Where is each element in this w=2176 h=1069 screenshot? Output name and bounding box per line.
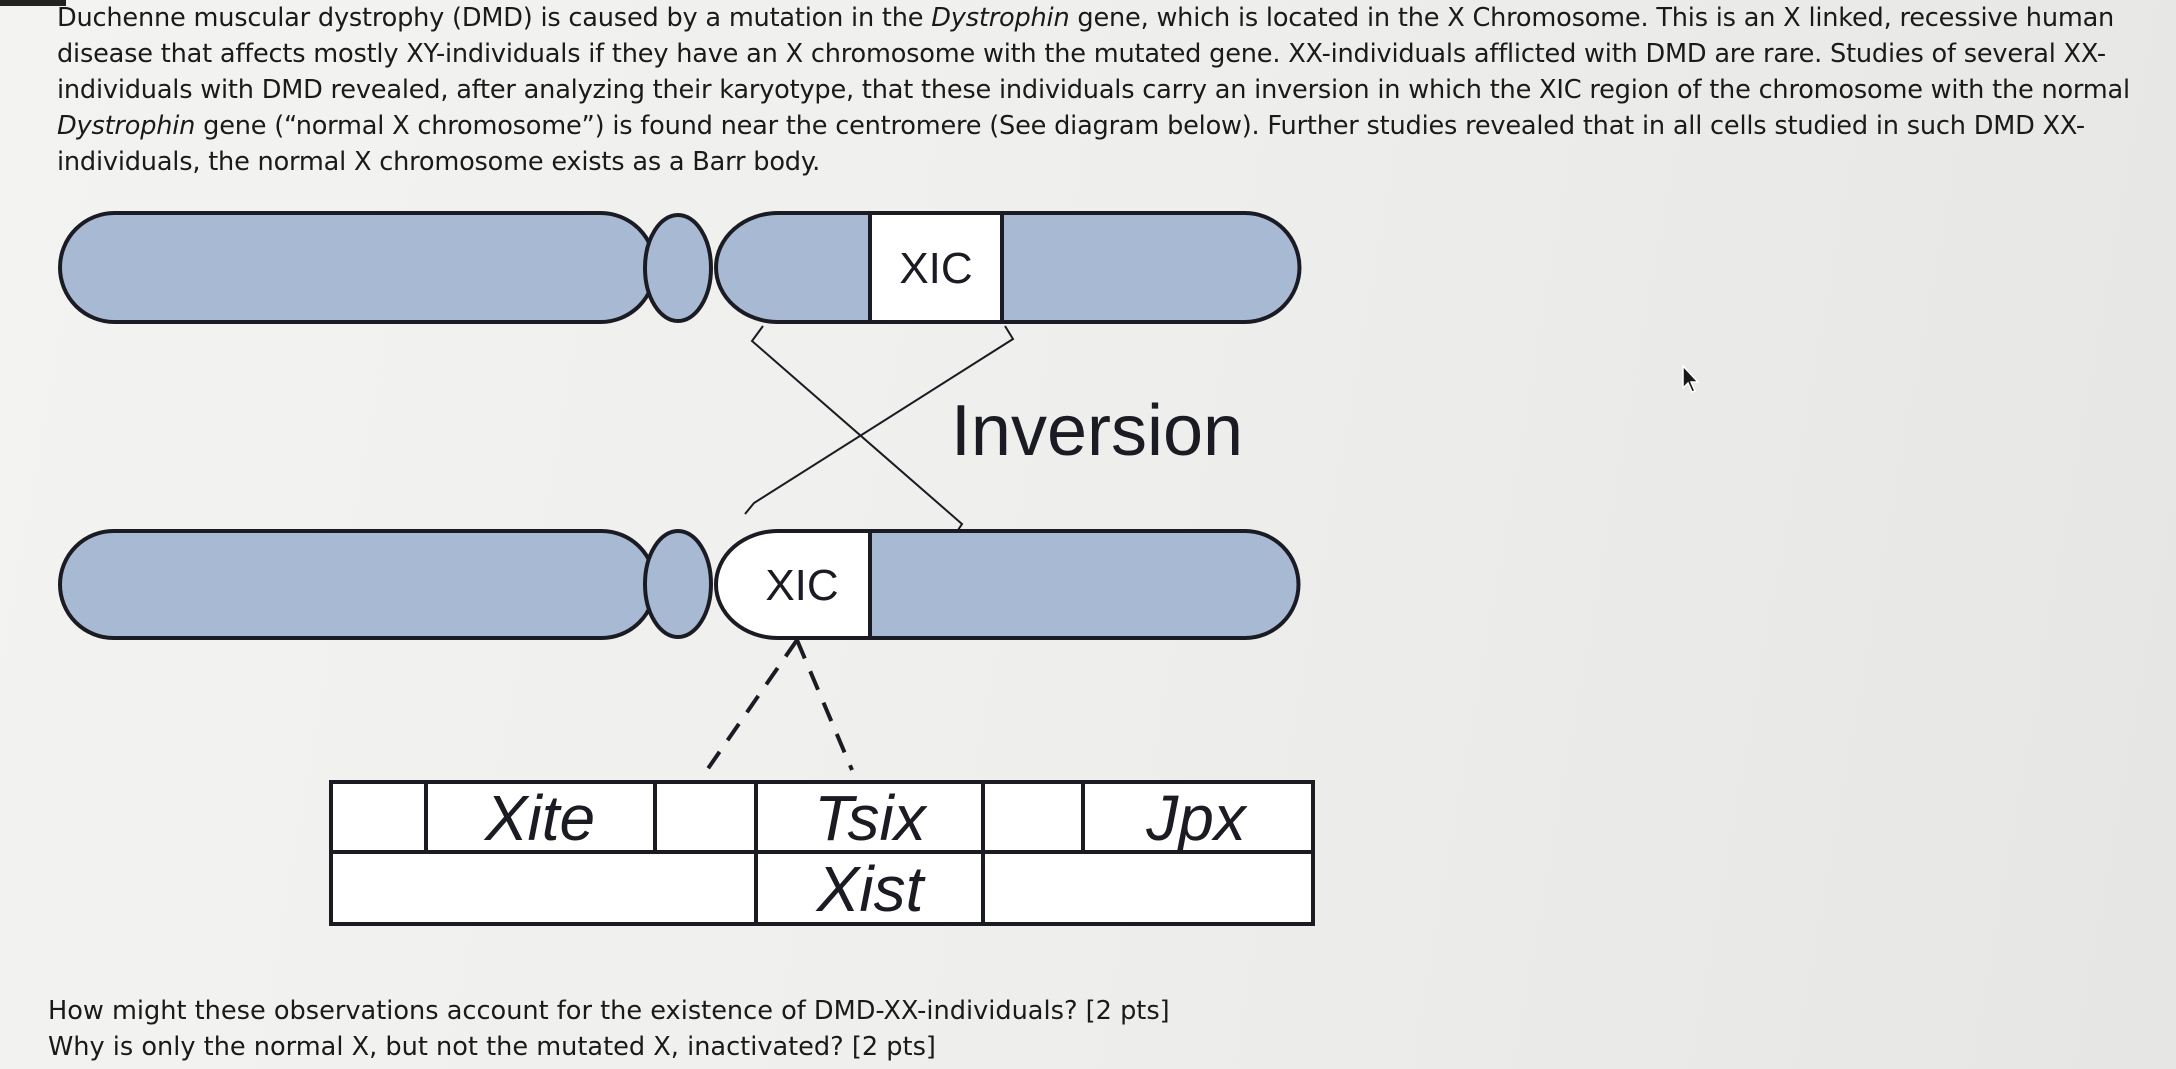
corner-mark [0,0,66,6]
xic-label-bottom: XIC [765,561,838,610]
mouse-pointer-icon [1682,364,1700,393]
chromosome-arm-left [58,211,657,324]
gene-xite: Xite [483,782,595,854]
intro-paragraph: Duchenne muscular dystrophy (DMD) is cau… [57,0,2157,180]
chromosome-arm-right-distal [1000,211,1302,324]
chromosome-arm-left [58,529,657,640]
zoom-dashed-lines [705,638,854,772]
chromosome-arm-right [868,529,1301,640]
xic-gene-table: Xite Tsix Jpx Xist [329,780,1315,926]
centromere [643,213,713,323]
intro-text-3: gene (“normal X chromosome”) is found ne… [57,111,2085,177]
chromosome-arm-right-proximal [714,211,872,324]
centromere [643,529,713,639]
intro-text-2: gene, which is located in the X Chromoso… [57,3,2130,105]
xic-region-top [868,211,1004,324]
intro-text-1: Duchenne muscular dystrophy (DMD) is cau… [57,3,932,33]
question-2: Why is only the normal X, but not the mu… [48,1032,936,1062]
question-1: How might these observations account for… [48,996,1170,1026]
xic-label-top: XIC [899,244,972,293]
normal-chromosome: XIC [58,211,1302,324]
questions: How might these observations account for… [48,993,1170,1065]
inversion-label: Inversion [951,391,1243,471]
gene-tsix: Tsix [814,782,927,854]
xic-region-bottom [714,529,872,640]
gene-jpx: Jpx [1145,782,1248,854]
gene-xist: Xist [815,853,926,925]
inverted-chromosome: XIC [58,529,1301,640]
gene-name-dystrophin-2: Dystrophin [57,111,196,141]
gene-name-dystrophin: Dystrophin [931,3,1070,33]
